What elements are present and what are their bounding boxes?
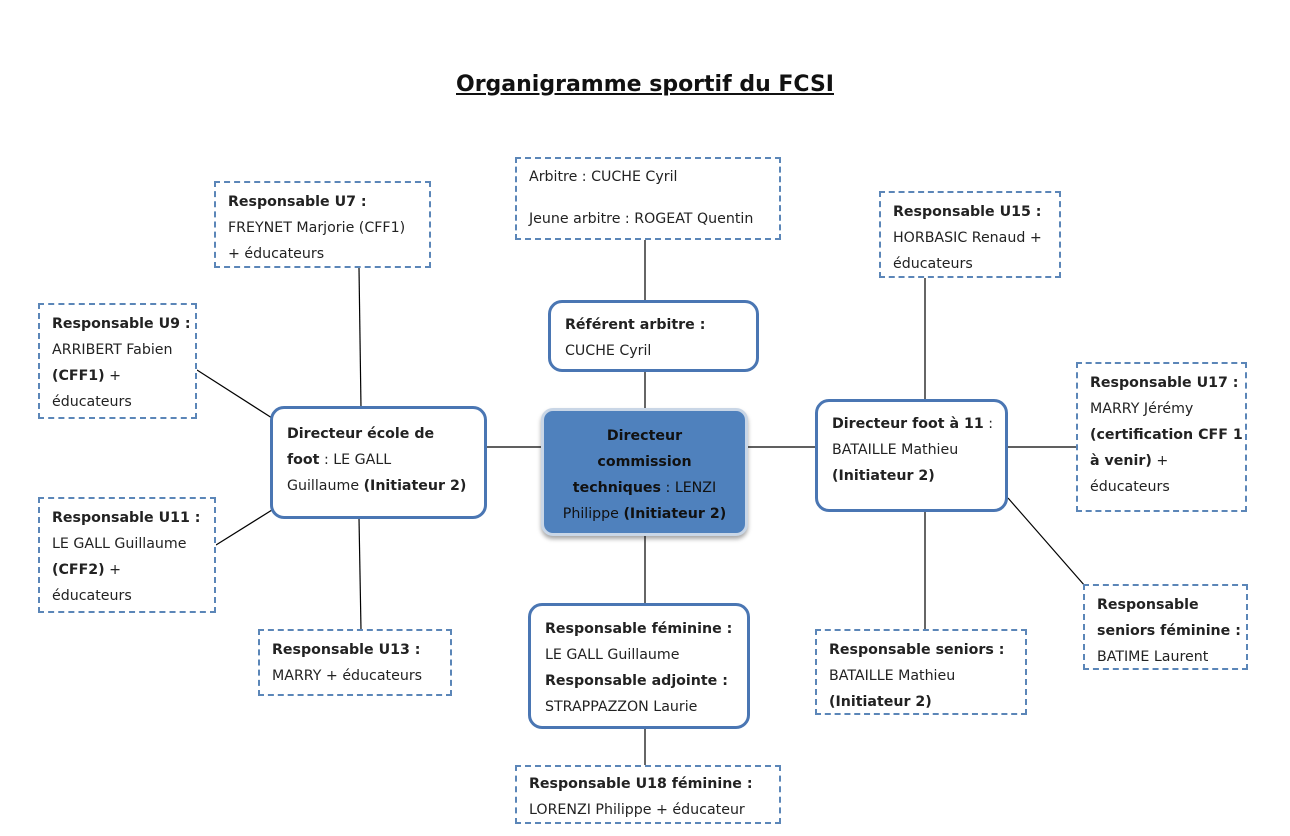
u17-qualif-1: (certification CFF 1 [1090,427,1243,443]
directeur-ecole-label-1: Directeur école de [287,426,435,442]
jeune-arbitre-text: Jeune arbitre : ROGEAT Quentin [529,211,754,227]
seniors-feminine-label-2: seniors féminine : [1097,623,1241,639]
seniors-feminine-line-1: BATIME Laurent [1097,649,1209,665]
directeur-commission-name-1: LENZI [674,480,717,496]
u11-line-1: LE GALL Guillaume [52,536,187,552]
u15-line-1: HORBASIC Renaud + [893,230,1042,246]
directeur-commission-separator: : [661,480,675,496]
u9-qualif: (CFF1) [52,368,105,384]
directeur-foot11-separator: : [983,416,994,432]
directeur-ecole-separator: : [319,452,334,468]
u15-line-2: éducateurs [893,256,973,272]
u9-line-3: éducateurs [52,394,132,410]
directeur-ecole-label-2: foot [287,452,320,468]
feminine-adjointe-label: Responsable adjointe : [545,673,728,689]
u15-label: Responsable U15 : [893,204,1042,220]
edge-ecole-u11 [215,509,273,546]
directeur-ecole-name-1: LE GALL [333,452,392,468]
u9-plus: + [104,368,122,384]
directeur-foot11-name: BATAILLE Mathieu [832,442,959,458]
page-title: Organigramme sportif du FCSI [456,72,834,97]
u17-qualif-2: à venir) [1090,453,1152,469]
u18-feminine-label: Responsable U18 féminine : [529,776,753,792]
node-referent-arbitre: Référent arbitre : CUCHE Cyril [548,300,759,372]
node-arbitres: Arbitre : CUCHE Cyril Jeune arbitre : RO… [515,157,781,240]
u17-line-1: MARRY Jérémy [1090,401,1194,417]
u7-line-2: + éducateurs [228,246,325,262]
u17-line-4: éducateurs [1090,479,1170,495]
seniors-feminine-label-1: Responsable [1097,597,1199,613]
u7-label: Responsable U7 : [228,194,367,210]
directeur-commission-qualif: (Initiateur 2) [623,506,727,522]
node-directeur-ecole: Directeur école de foot : LE GALL Guilla… [270,406,487,519]
node-u17: Responsable U17 : MARRY Jérémy (certific… [1076,362,1247,512]
u13-line-1: MARRY + éducateurs [272,668,423,684]
node-u11: Responsable U11 : LE GALL Guillaume (CFF… [38,497,216,613]
u11-line-3: éducateurs [52,588,132,604]
edge-ecole-u9 [196,369,273,419]
node-u9: Responsable U9 : ARRIBERT Fabien (CFF1) … [38,303,197,419]
u17-label: Responsable U17 : [1090,375,1239,391]
seniors-label: Responsable seniors : [829,642,1005,658]
u13-label: Responsable U13 : [272,642,421,658]
directeur-ecole-name-2: Guillaume [287,478,360,494]
u11-qualif: (CFF2) [52,562,105,578]
node-u13: Responsable U13 : MARRY + éducateurs [258,629,452,696]
edge-ecole-u13 [358,517,362,631]
u11-plus: + [104,562,122,578]
seniors-qualif: (Initiateur 2) [829,694,932,710]
directeur-foot11-label: Directeur foot à 11 [832,416,984,432]
directeur-commission-name-2: Philippe [562,506,619,522]
u7-line-1: FREYNET Marjorie (CFF1) [228,220,406,236]
node-directeur-commission: Directeur commission techniques : LENZI … [541,408,748,536]
edge-foot11-seniors-feminine [1007,497,1086,587]
directeur-ecole-qualif: (Initiateur 2) [363,478,467,494]
u18-feminine-line-1: LORENZI Philippe + éducateur [529,802,745,818]
node-feminine: Responsable féminine : LE GALL Guillaume… [528,603,750,729]
directeur-commission-label-3: techniques [572,480,661,496]
node-u15: Responsable U15 : HORBASIC Renaud + éduc… [879,191,1061,278]
edge-ecole-u7 [358,267,362,409]
u17-plus: + [1151,453,1169,469]
node-seniors-feminine: Responsable seniors féminine : BATIME La… [1083,584,1248,670]
feminine-name: LE GALL Guillaume [545,647,680,663]
u9-line-1: ARRIBERT Fabien [52,342,173,358]
directeur-commission-label-2: commission [597,454,692,470]
feminine-label: Responsable féminine : [545,621,733,637]
arbitre-text: Arbitre : CUCHE Cyril [529,169,678,185]
u11-label: Responsable U11 : [52,510,201,526]
referent-arbitre-label: Référent arbitre : [565,317,706,333]
u9-label: Responsable U9 : [52,316,191,332]
feminine-adjointe-name: STRAPPAZZON Laurie [545,699,698,715]
directeur-foot11-qualif: (Initiateur 2) [832,468,935,484]
node-u18-feminine: Responsable U18 féminine : LORENZI Phili… [515,765,781,824]
directeur-commission-label-1: Directeur [606,428,683,444]
node-u7: Responsable U7 : FREYNET Marjorie (CFF1)… [214,181,431,268]
node-directeur-foot11: Directeur foot à 11 : BATAILLE Mathieu (… [815,399,1008,512]
referent-arbitre-name: CUCHE Cyril [565,343,652,359]
node-seniors: Responsable seniors : BATAILLE Mathieu (… [815,629,1027,715]
seniors-line-1: BATAILLE Mathieu [829,668,956,684]
